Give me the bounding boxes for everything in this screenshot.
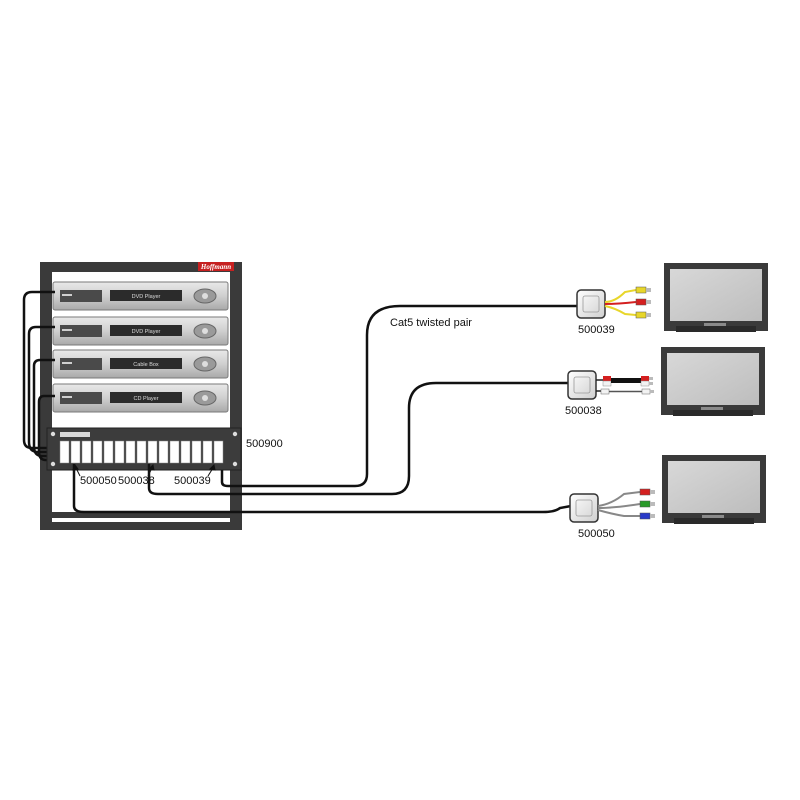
audio-cable bbox=[602, 376, 653, 387]
tv-3 bbox=[662, 455, 766, 524]
rack-bottom-rail bbox=[52, 512, 230, 518]
cable-type-label: Cat5 twisted pair bbox=[390, 317, 472, 329]
device-display bbox=[110, 325, 182, 336]
device-display bbox=[110, 290, 182, 301]
rca-plugs bbox=[635, 286, 651, 319]
receiver-label-500050: 500050 bbox=[578, 528, 615, 540]
svideo-cable bbox=[600, 388, 654, 395]
tv-stand bbox=[676, 326, 756, 332]
cat5-cable-500050 bbox=[72, 464, 572, 514]
device-label: DVD Player bbox=[132, 294, 161, 300]
device-dvd-player-1: DVD Player bbox=[52, 281, 229, 311]
panel-label-strip bbox=[60, 432, 90, 437]
rack-brand-label: Hoffmann bbox=[200, 263, 231, 271]
disc-tray bbox=[60, 392, 102, 404]
disc-tray bbox=[60, 325, 102, 337]
receiver-500039 bbox=[576, 286, 651, 319]
device-cd-player: CD Player bbox=[52, 383, 229, 413]
tv-stand bbox=[674, 518, 754, 524]
source-cables bbox=[22, 290, 55, 462]
device-cable-box: Cable Box bbox=[52, 349, 229, 379]
receiver-box bbox=[567, 370, 597, 400]
cat5-cable-500039 bbox=[220, 304, 578, 488]
cat5-cable-500038 bbox=[147, 381, 568, 496]
patch-panel bbox=[46, 427, 242, 471]
tv-2 bbox=[661, 347, 765, 416]
device-label: DVD Player bbox=[132, 329, 161, 335]
receiver-label-500038: 500038 bbox=[565, 405, 602, 417]
tv-stand bbox=[673, 410, 753, 416]
receiver-label-500039: 500039 bbox=[578, 324, 615, 336]
component-plugs bbox=[639, 488, 655, 520]
patch-panel-ports bbox=[59, 440, 224, 464]
disc-tray bbox=[60, 290, 102, 302]
device-dvd-player-2: DVD Player bbox=[52, 316, 229, 346]
receiver-box bbox=[569, 493, 599, 523]
tv-1 bbox=[664, 263, 768, 332]
receiver-500050 bbox=[569, 488, 655, 523]
port-label-500050: 500050 bbox=[80, 475, 117, 487]
receiver-500038 bbox=[567, 370, 654, 400]
receiver-box bbox=[576, 289, 606, 319]
cat5-cables bbox=[72, 304, 578, 514]
disc-tray bbox=[60, 358, 102, 370]
device-label: Cable Box bbox=[133, 362, 159, 368]
device-display bbox=[110, 392, 182, 403]
tv-screen bbox=[668, 461, 760, 513]
rack-brand-badge bbox=[198, 262, 234, 271]
tv-screen bbox=[670, 269, 762, 321]
port-label-500038: 500038 bbox=[118, 475, 155, 487]
device-display bbox=[110, 358, 182, 369]
patch-panel-label: 500900 bbox=[246, 438, 283, 450]
tv-screen bbox=[667, 353, 759, 405]
port-label-500039: 500039 bbox=[174, 475, 211, 487]
device-label: CD Player bbox=[133, 396, 158, 402]
